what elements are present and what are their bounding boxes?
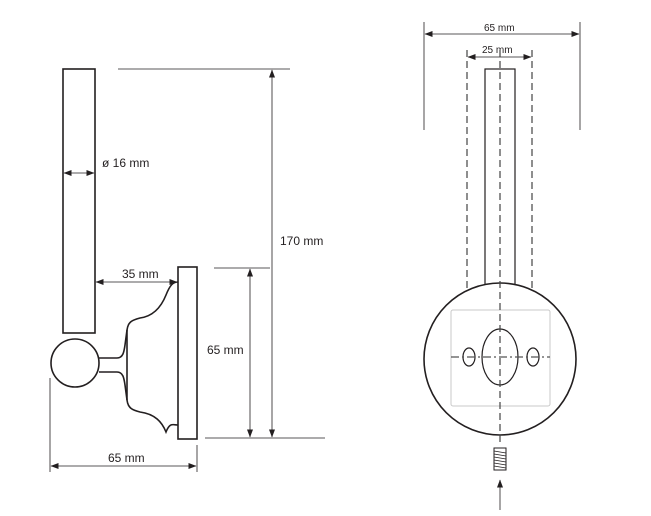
screw-icon (493, 447, 507, 471)
wall-plate (177, 266, 198, 440)
plate-height-label: 65 mm (207, 343, 244, 357)
wall-mount-base (99, 281, 179, 435)
rod-end-ball (50, 338, 100, 388)
diameter-label: ø 16 mm (102, 156, 149, 170)
depth-label: 65 mm (108, 451, 145, 465)
projection-label: 35 mm (122, 267, 159, 281)
holder-rod (62, 68, 96, 334)
plate-width-label: 65 mm (484, 23, 515, 34)
height-label: 170 mm (280, 234, 323, 248)
side-view: 170 mm 65 mm 35 mm ø 16 mm 65 mm (49, 68, 325, 472)
rod-width-label: 25 mm (482, 45, 513, 56)
front-view: 65 mm 25 mm (423, 22, 581, 510)
